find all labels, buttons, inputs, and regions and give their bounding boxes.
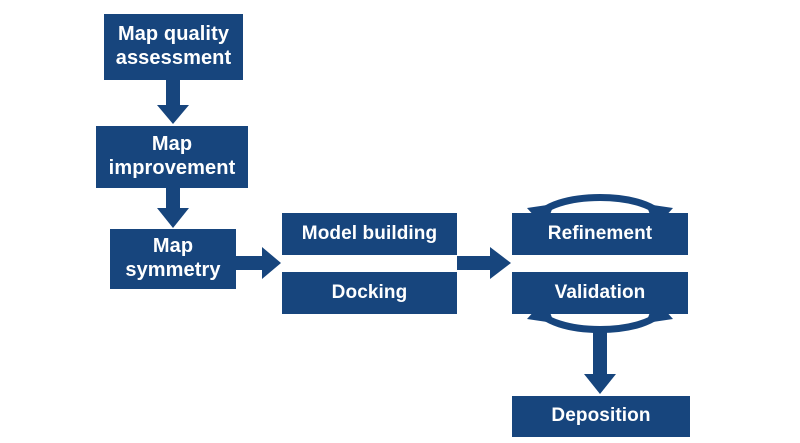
node-label: Map improvement (108, 133, 236, 179)
node-label: Refinement (547, 222, 653, 244)
connector-cycle-to-deposition (584, 330, 616, 394)
node-label: Map quality assessment (115, 23, 232, 69)
node-label: Deposition (551, 405, 651, 427)
node-validation[interactable]: Validation (512, 272, 688, 314)
connector-building-to-refinement (457, 247, 511, 279)
node-map-improvement[interactable]: Map improvement (96, 126, 248, 188)
connector-symmetry-to-building (236, 247, 281, 279)
node-label: Docking (331, 281, 408, 303)
node-docking[interactable]: Docking (282, 272, 457, 314)
node-map-quality-assessment[interactable]: Map quality assessment (104, 14, 243, 80)
node-label: Model building (301, 222, 438, 244)
node-label: Validation (554, 281, 646, 303)
connector-assessment-to-improvement (157, 80, 189, 124)
node-deposition[interactable]: Deposition (512, 396, 690, 437)
node-model-building[interactable]: Model building (282, 213, 457, 255)
node-map-symmetry[interactable]: Map symmetry (110, 229, 236, 289)
connector-improvement-to-symmetry (157, 188, 189, 228)
node-label: Map symmetry (125, 235, 221, 281)
node-refinement[interactable]: Refinement (512, 213, 688, 255)
